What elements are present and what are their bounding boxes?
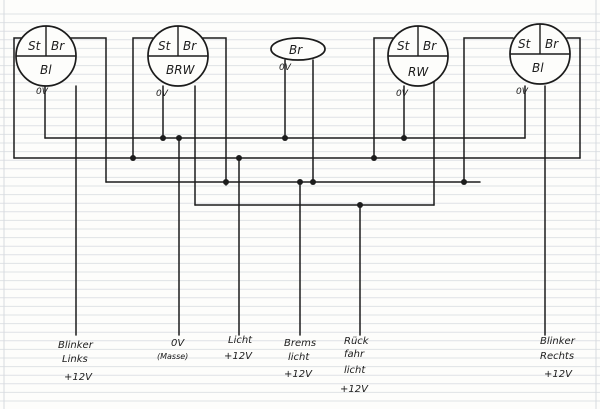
segment-label: St xyxy=(518,37,532,51)
lamp-right-combo: St Br RW 0V xyxy=(387,25,449,99)
junction-dot xyxy=(176,135,182,141)
junctions xyxy=(130,135,467,208)
wires xyxy=(13,37,581,336)
ground-label: 0V xyxy=(396,89,409,99)
terminal-label-blinker-rechts: Blinker Rechts +12V xyxy=(540,336,578,380)
junction-dot xyxy=(223,179,229,185)
junction-dot xyxy=(310,179,316,185)
segment-label: St xyxy=(397,39,411,53)
ground-label: 0V xyxy=(36,87,49,97)
ground-label: 0V xyxy=(156,89,169,99)
segment-label: Bl xyxy=(532,61,544,75)
junction-dot xyxy=(130,155,136,161)
segment-label: Br xyxy=(423,39,437,53)
segment-label: BRW xyxy=(166,63,196,77)
segment-label: RW xyxy=(408,65,429,79)
wire-lamp5-st xyxy=(463,37,514,183)
junction-dot xyxy=(282,135,288,141)
lamp-left-turn: St Br Bl 0V xyxy=(15,25,77,97)
wire-lamp2-st xyxy=(132,37,154,159)
wire-lamp5-br xyxy=(566,37,581,159)
terminal-label-reverse-light: Rück fahr licht +12V xyxy=(340,336,372,395)
terminal-labels: Blinker Links +12V 0V (Masse) Licht +12V… xyxy=(58,335,578,395)
wire-lamp1-br xyxy=(61,37,107,183)
ground-label: 0V xyxy=(516,87,529,97)
junction-dot xyxy=(461,179,467,185)
segment-label: Bl xyxy=(40,63,52,77)
lamp-center-brake: Br 0V xyxy=(270,37,326,73)
terminal-label-blinker-links: Blinker Links +12V xyxy=(58,340,96,383)
junction-dot xyxy=(357,202,363,208)
wire-lamp4-st xyxy=(373,37,394,159)
terminal-label-light: Licht +12V xyxy=(224,335,255,362)
lamp-right-turn: St Br Bl 0V xyxy=(509,23,571,97)
segment-label: St xyxy=(28,39,42,53)
segment-label: Br xyxy=(51,39,65,53)
lamp-left-combo: St Br BRW 0V xyxy=(147,25,209,99)
segment-label: St xyxy=(158,39,172,53)
junction-dot xyxy=(160,135,166,141)
segment-label: Br xyxy=(183,39,197,53)
junction-dot xyxy=(371,155,377,161)
segment-label: Br xyxy=(545,37,559,51)
terminal-label-brake-light: Brems licht +12V xyxy=(284,338,319,380)
junction-dot xyxy=(297,179,303,185)
segment-label: Br xyxy=(289,43,303,57)
terminal-label-ground: 0V (Masse) xyxy=(157,338,188,361)
junction-dot xyxy=(236,155,242,161)
ground-label: 0V xyxy=(279,63,292,73)
junction-dot xyxy=(401,135,407,141)
